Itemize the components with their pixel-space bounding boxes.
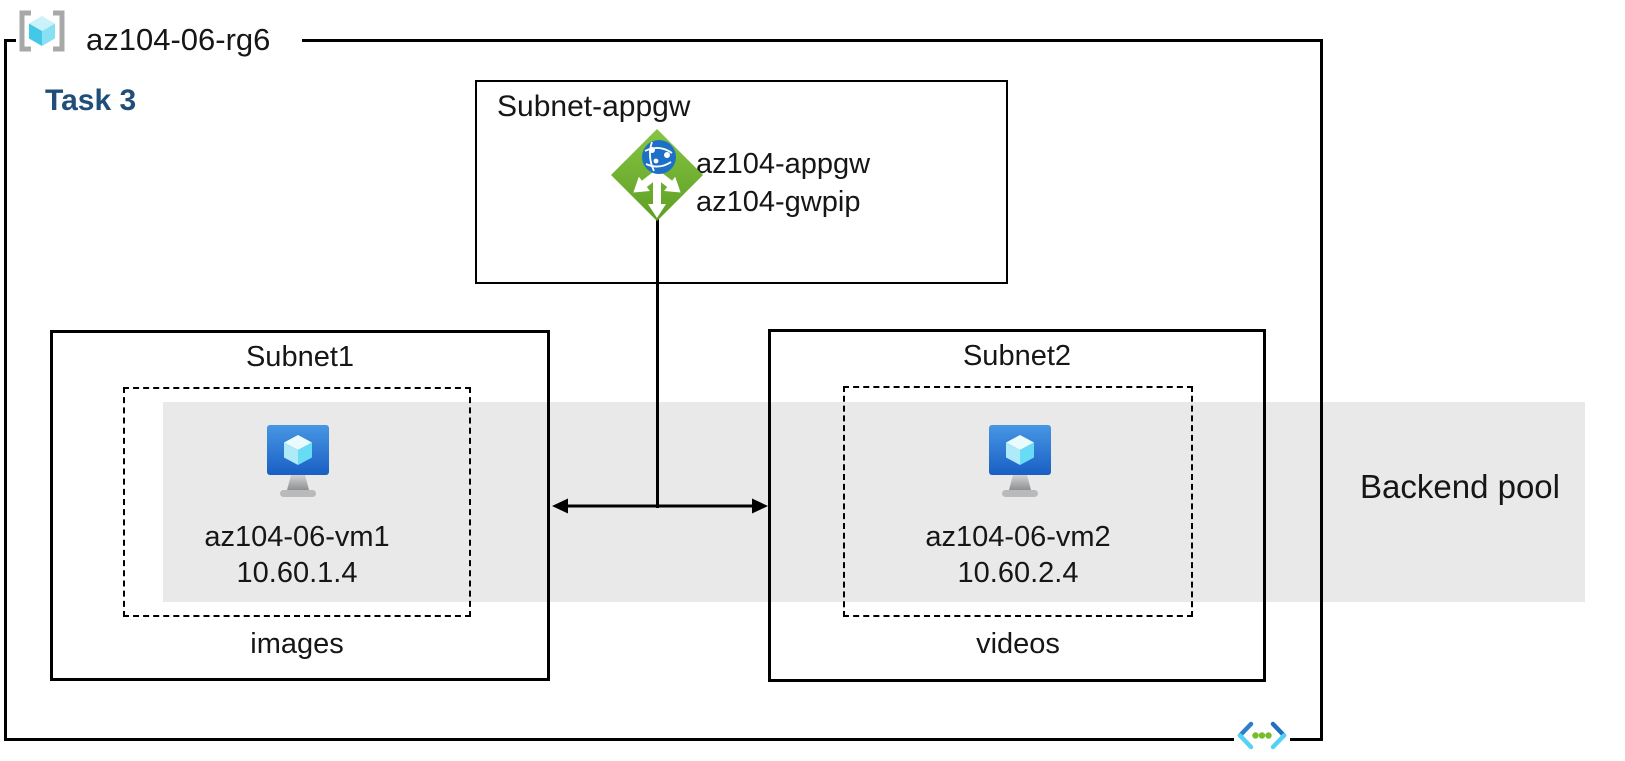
vm2-name: az104-06-vm2	[925, 521, 1111, 553]
subnet2-caption: videos	[976, 628, 1060, 660]
backend-pool-band	[163, 402, 1585, 602]
task-label: Task 3	[45, 84, 137, 117]
appgw-pip-name: az104-gwpip	[696, 186, 861, 218]
resource-group-icon	[19, 10, 65, 52]
appgw-subnet-label: Subnet-appgw	[497, 90, 691, 123]
subnet-double-arrow	[552, 498, 768, 514]
resource-group-title: az104-06-rg6	[86, 22, 271, 57]
appgw-connector-line	[656, 212, 659, 508]
subnet1-caption: images	[250, 628, 344, 660]
subnet2-label: Subnet2	[962, 340, 1072, 372]
subnet1-label: Subnet1	[245, 341, 355, 373]
resource-group-box	[4, 39, 1323, 741]
appgw-subnet-box	[475, 80, 1008, 284]
virtual-machine-icon	[989, 425, 1051, 497]
backend-pool-label: Backend pool	[1360, 468, 1560, 505]
application-gateway-icon	[611, 129, 703, 221]
vm1-name: az104-06-vm1	[204, 521, 390, 553]
subnet2-box	[768, 329, 1266, 682]
appgw-name: az104-appgw	[696, 148, 871, 180]
subnet1-box	[50, 330, 550, 681]
subnet1-dashed-box	[123, 387, 471, 617]
appgw-names: az104-appgw az104-gwpip	[696, 145, 870, 221]
subnet2-dashed-box	[843, 386, 1193, 617]
vm2-ip: 10.60.2.4	[957, 557, 1079, 589]
border-gap	[16, 37, 302, 45]
virtual-network-icon	[1234, 716, 1290, 756]
vm1-ip: 10.60.1.4	[236, 557, 358, 589]
virtual-machine-icon	[267, 425, 329, 497]
